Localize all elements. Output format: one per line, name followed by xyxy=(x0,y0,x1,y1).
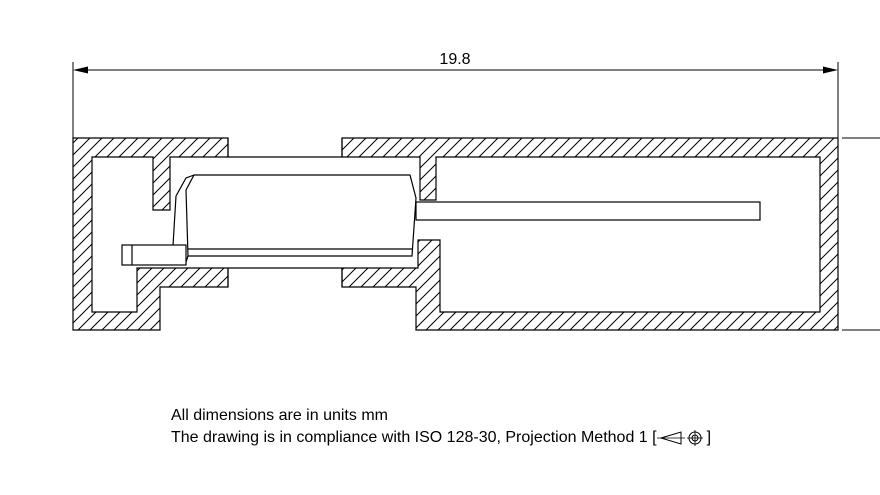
overall-width-label: 19.8 xyxy=(439,51,470,68)
lead-pin xyxy=(415,201,761,221)
first-angle-projection-icon xyxy=(656,428,707,448)
dimension-arrow-left xyxy=(73,66,88,74)
standard-note-text: The drawing is in compliance with ISO 12… xyxy=(171,429,657,446)
standard-note: The drawing is in compliance with ISO 12… xyxy=(171,427,711,449)
drawing-notes: All dimensions are in units mm The drawi… xyxy=(171,405,711,449)
dimension-arrow-right xyxy=(823,66,838,74)
cavity-outlines xyxy=(227,138,343,287)
height-extension-lines xyxy=(842,137,880,331)
housing-section xyxy=(72,137,839,331)
component-body xyxy=(171,174,417,263)
terminal-tab xyxy=(121,244,187,266)
units-note: All dimensions are in units mm xyxy=(171,407,388,424)
dimension-line xyxy=(72,62,839,138)
standard-note-end: ] xyxy=(706,429,712,446)
